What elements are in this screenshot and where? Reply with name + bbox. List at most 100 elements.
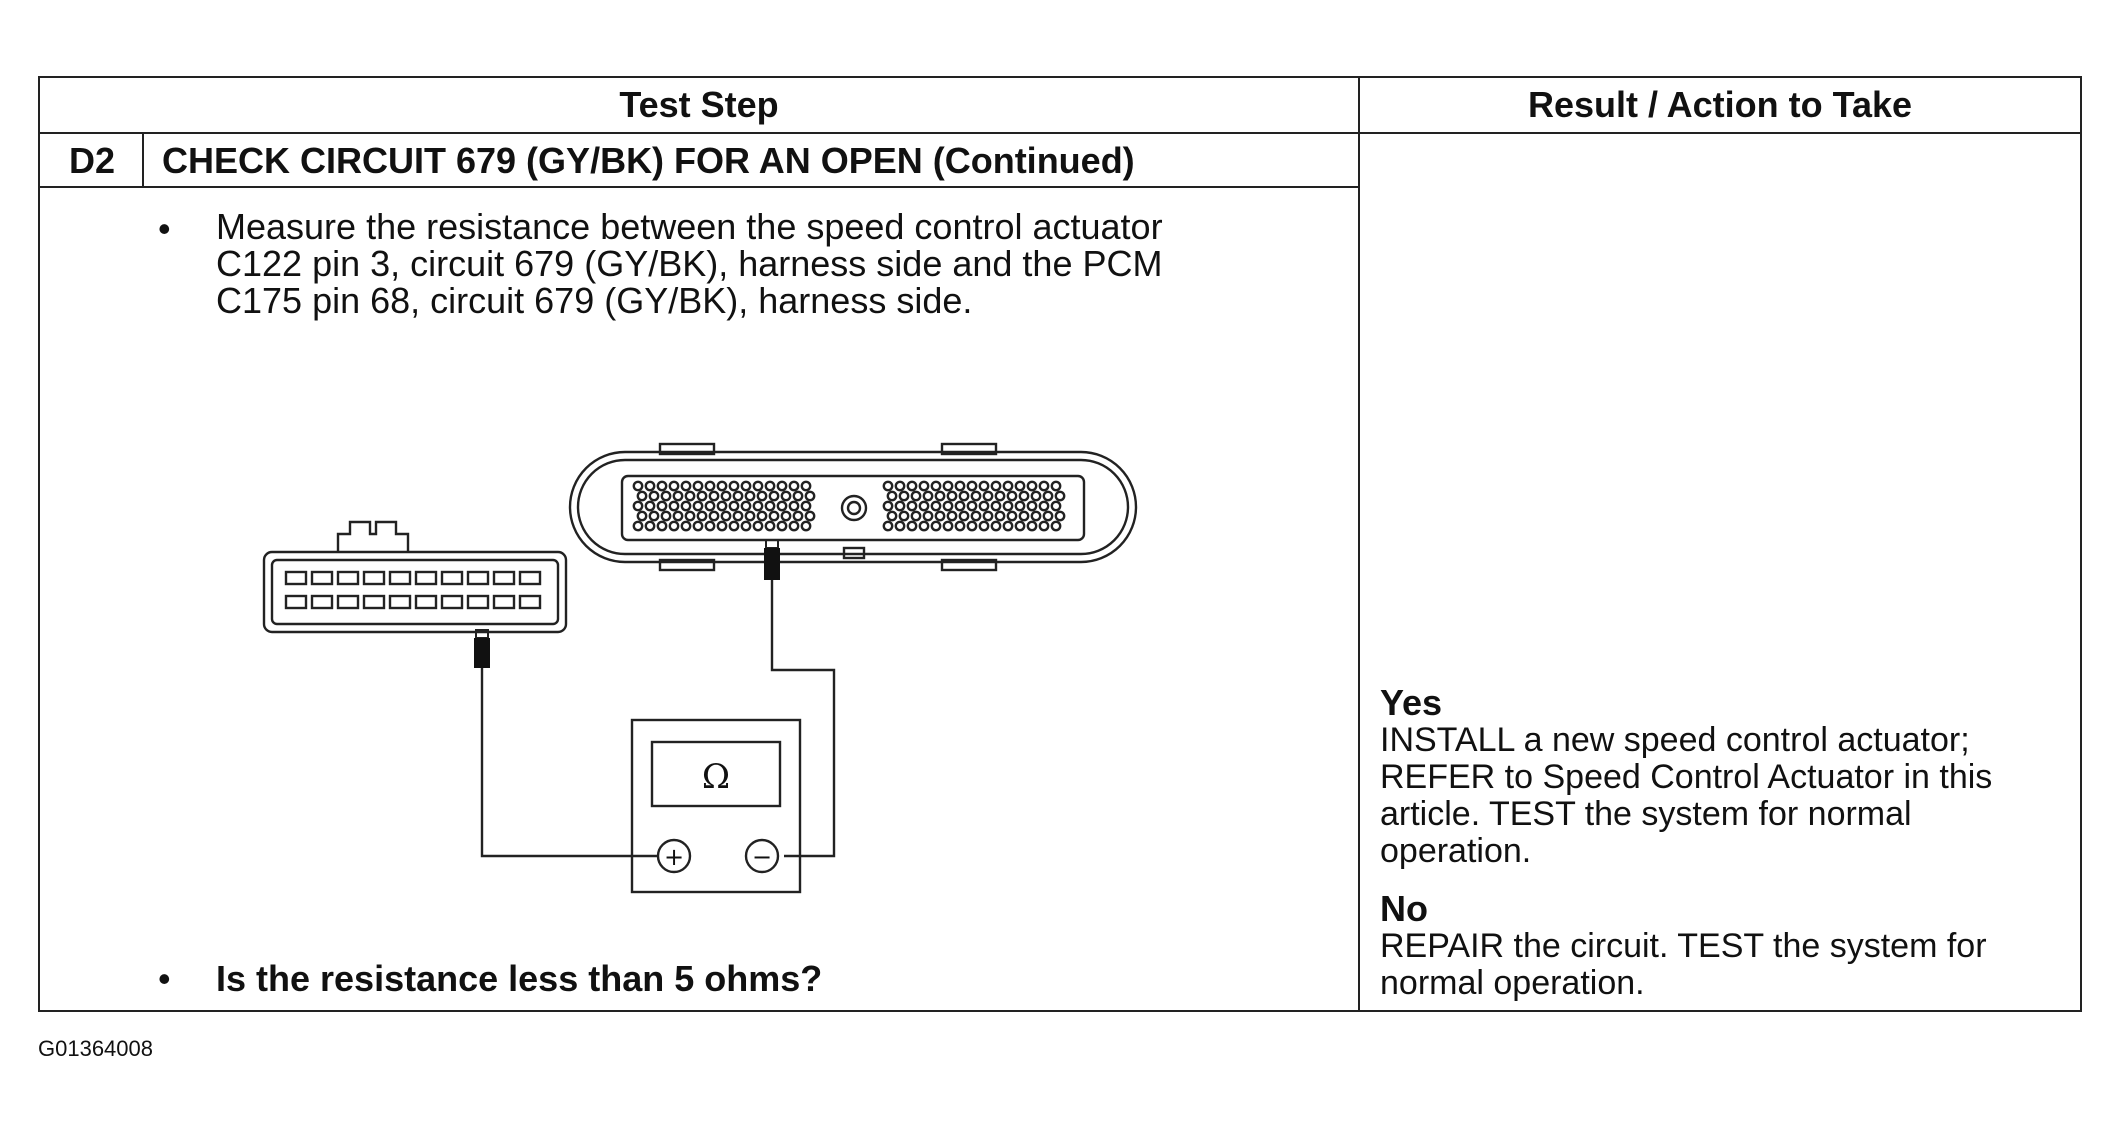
step-id-divider [142, 132, 144, 188]
instruction-line: C175 pin 68, circuit 679 (GY/BK), harnes… [216, 280, 973, 321]
c175-pin [990, 480, 1002, 492]
yes-action-line: INSTALL a new speed control actuator; [1380, 721, 1970, 759]
c122-pin [388, 594, 412, 610]
c175-pin [1042, 510, 1054, 522]
c175-pin [728, 480, 740, 492]
c175-pin [788, 480, 800, 492]
c122-pin [440, 570, 464, 586]
c175-pin [978, 480, 990, 492]
c175-pin [744, 510, 756, 522]
c175-pin [982, 490, 994, 502]
c175-pin [752, 480, 764, 492]
wire-positive-lead [480, 668, 658, 858]
c175-pin [672, 490, 684, 502]
no-action-line: normal operation. [1380, 964, 1645, 1002]
c175-pin [1026, 480, 1038, 492]
c122-pin [492, 594, 516, 610]
c175-pin [792, 490, 804, 502]
c175-pin [632, 480, 644, 492]
c175-pin [716, 500, 728, 512]
c122-pin [362, 594, 386, 610]
c175-pin [632, 500, 644, 512]
c175-pin [1030, 490, 1042, 502]
c175-pin [752, 500, 764, 512]
c175-pin [970, 490, 982, 502]
c175-pin [788, 500, 800, 512]
c122-pin [466, 570, 490, 586]
plus-symbol: + [664, 843, 684, 871]
c175-pin [692, 480, 704, 492]
c175-pin [990, 520, 1002, 532]
c175-pin [1026, 520, 1038, 532]
header-divider [40, 132, 2080, 134]
c175-pin [1002, 480, 1014, 492]
c175-pin [970, 510, 982, 522]
c175-pin [680, 520, 692, 532]
ohmmeter-wiring-diagram: Ω + − [262, 442, 1138, 894]
c175-connector [568, 442, 1138, 572]
c175-pin [704, 480, 716, 492]
column-divider [1358, 78, 1360, 1010]
c175-pin [776, 480, 788, 492]
c175-pin [966, 480, 978, 492]
yes-label: Yes [1380, 682, 1443, 723]
c175-pin [994, 490, 1006, 502]
c122-pin [518, 594, 542, 610]
probe-positive [474, 629, 490, 668]
c175-pin [1018, 510, 1030, 522]
c175-pin [886, 510, 898, 522]
figure-id: G01364008 [38, 1036, 153, 1061]
c175-pin [1018, 490, 1030, 502]
c175-pin [696, 490, 708, 502]
c175-pin [990, 500, 1002, 512]
c175-pin [752, 520, 764, 532]
c175-pin [756, 490, 768, 502]
c175-pin [954, 520, 966, 532]
c122-pin [336, 570, 360, 586]
c175-pin [922, 510, 934, 522]
no-action: REPAIR the circuit. TEST the system for … [1380, 928, 2090, 1002]
c175-pin [800, 480, 812, 492]
c175-pin [906, 500, 918, 512]
c122-pin [440, 594, 464, 610]
test-step-table: Test Step Result / Action to Take D2 CHE… [38, 76, 2082, 1012]
no-action-line: REPAIR the circuit. TEST the system for [1380, 927, 1987, 965]
c175-pin [732, 510, 744, 522]
c122-pin [310, 570, 334, 586]
c175-pin [644, 480, 656, 492]
c122-connector [262, 520, 568, 634]
c175-pin [1038, 480, 1050, 492]
c175-pin [1002, 520, 1014, 532]
positive-terminal [656, 838, 692, 874]
c175-pin [764, 500, 776, 512]
c175-pin [740, 480, 752, 492]
c175-pin [906, 480, 918, 492]
c175-pin [636, 510, 648, 522]
yes-action-line: REFER to Speed Control Actuator in this [1380, 758, 1993, 796]
c175-pin [648, 510, 660, 522]
c175-pin [780, 490, 792, 502]
c175-pin [1054, 490, 1066, 502]
c175-pin [668, 500, 680, 512]
c175-pin [1050, 520, 1062, 532]
c175-pin [894, 520, 906, 532]
c175-pin [692, 520, 704, 532]
c175-pin [934, 510, 946, 522]
c175-pin-grid [632, 480, 1066, 532]
c122-pin [492, 570, 516, 586]
c122-pin [414, 570, 438, 586]
c175-pin [656, 520, 668, 532]
c175-pin [898, 490, 910, 502]
c175-pin [708, 510, 720, 522]
c175-pin [1050, 480, 1062, 492]
c175-pin [1006, 490, 1018, 502]
c175-pin [696, 510, 708, 522]
c175-pin [982, 510, 994, 522]
c175-pin [768, 510, 780, 522]
c175-pin [1014, 480, 1026, 492]
minus-symbol: − [752, 843, 772, 871]
c175-pin [910, 490, 922, 502]
question-text: Is the resistance less than 5 ohms? [216, 958, 823, 999]
c175-pin [668, 480, 680, 492]
c122-pin [284, 594, 308, 610]
